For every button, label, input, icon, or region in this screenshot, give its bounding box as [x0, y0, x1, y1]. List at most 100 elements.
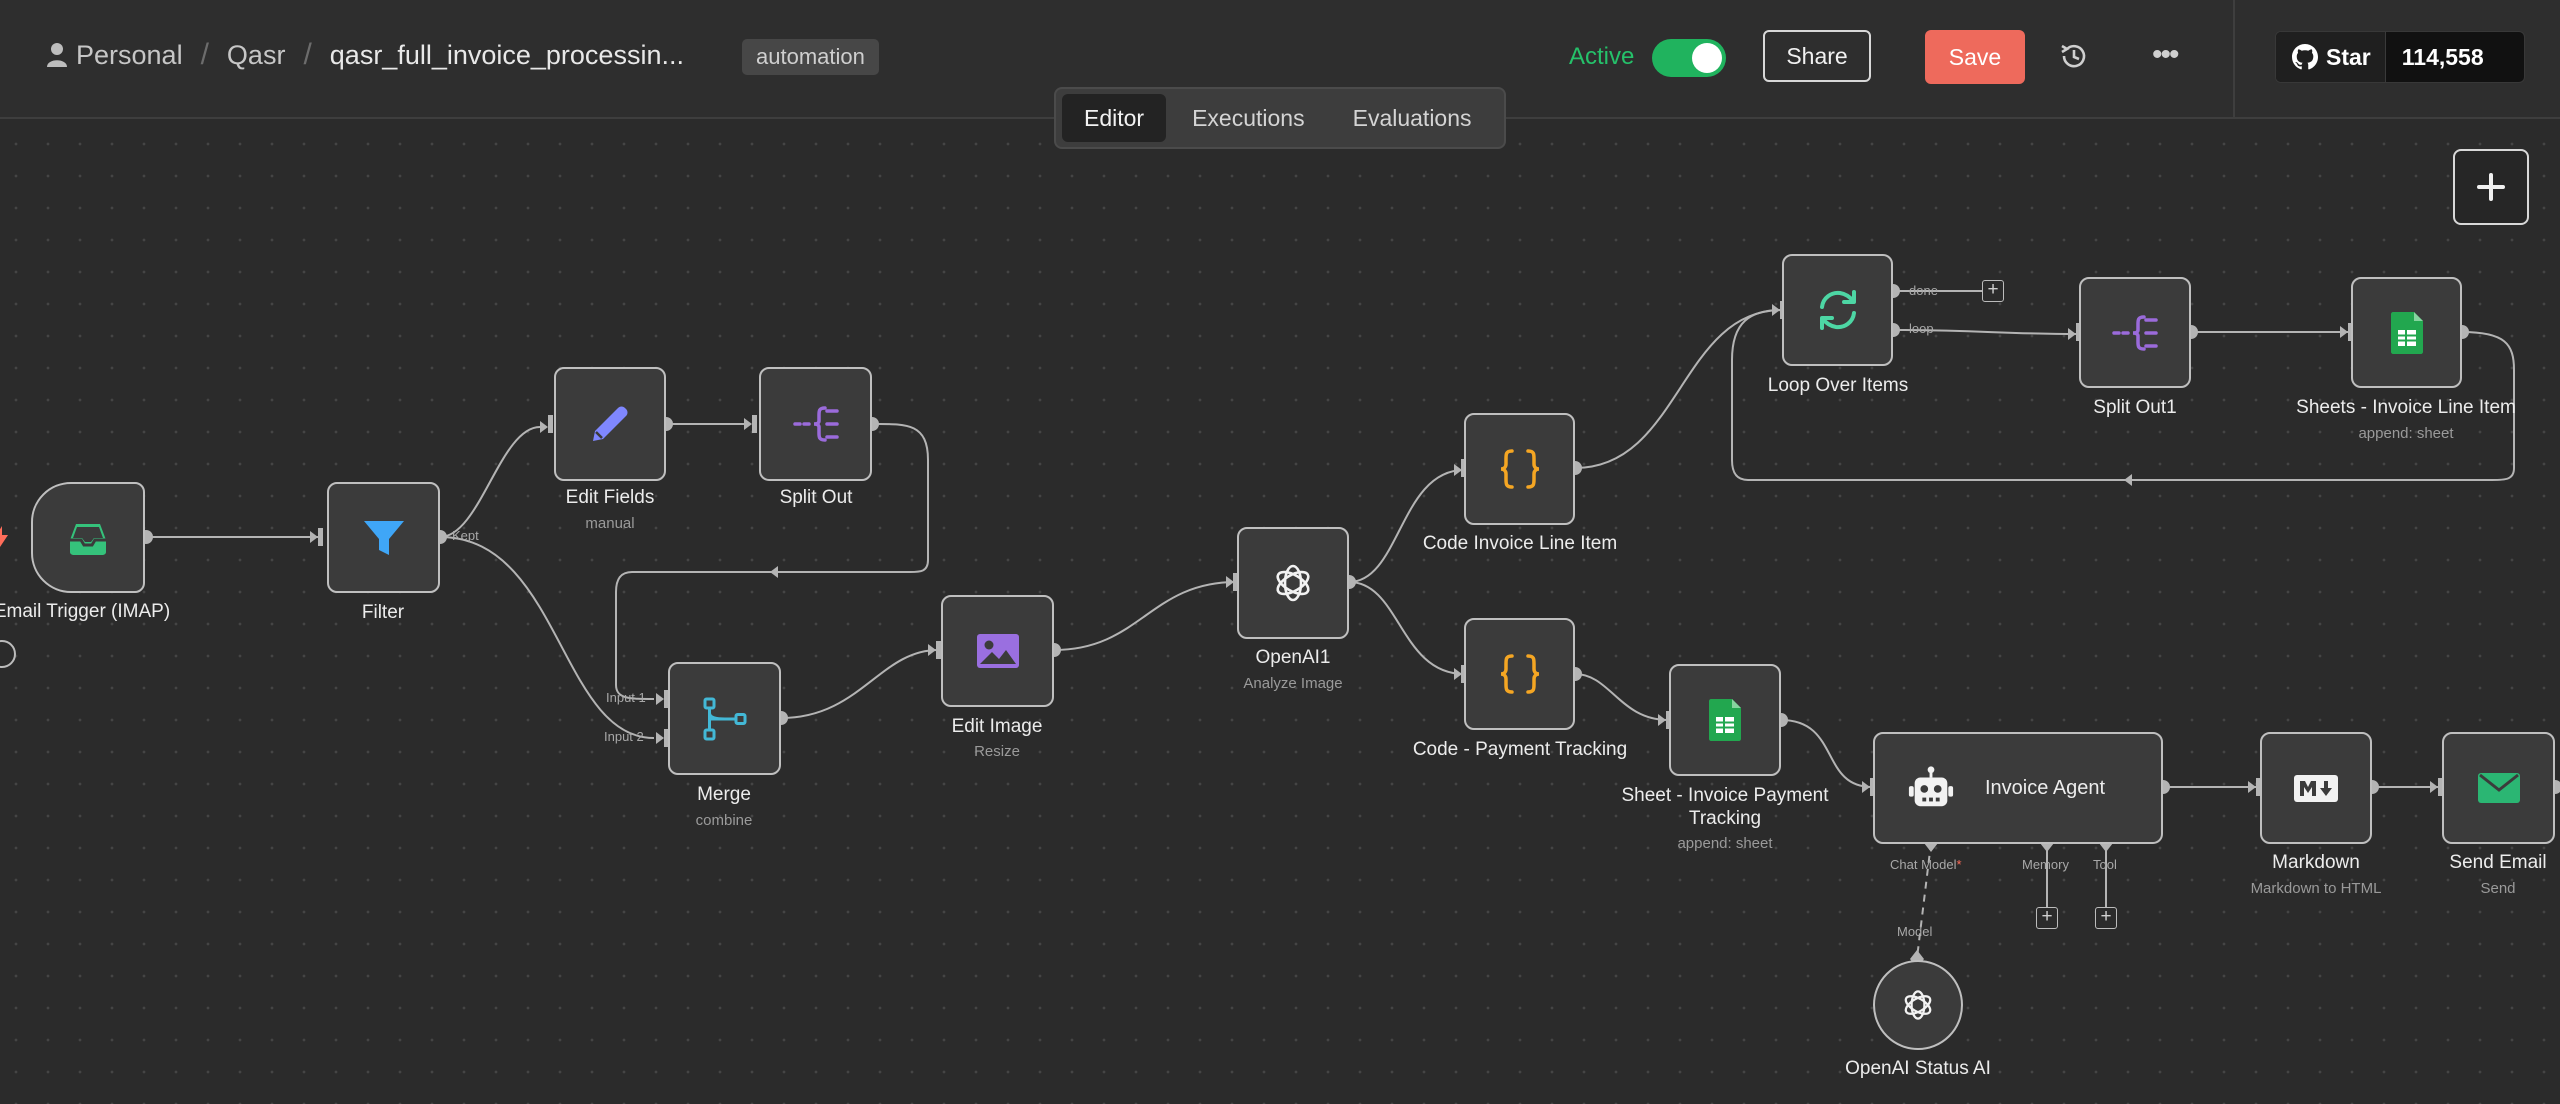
agent-tool-label: Tool [2093, 857, 2117, 872]
add-memory-icon[interactable]: + [2036, 907, 2058, 929]
tab-editor[interactable]: Editor [1062, 94, 1167, 142]
person-icon [47, 43, 67, 67]
active-label: Active [1569, 43, 1635, 70]
node-openai1-label: OpenAI1 [1255, 647, 1331, 668]
node-markdown-sub: Markdown to HTML [2250, 880, 2382, 897]
node-split-out1-label: Split Out1 [2093, 397, 2177, 418]
edge-codepayment-sheet [1574, 673, 1669, 721]
sub-node-model-label: Model [1897, 924, 1933, 939]
github-star-label: Star [2326, 43, 2371, 70]
breadcrumb: Personal / Qasr / qasr_full_invoice_proc… [46, 38, 684, 72]
node-markdown-label: Markdown [2272, 852, 2360, 873]
github-star-left: Star [2276, 32, 2386, 82]
node-sheets-line-item-sub: append: sheet [2358, 425, 2454, 442]
node-send-email-sub: Send [2480, 880, 2516, 897]
plus-icon [2477, 173, 2505, 201]
more-options-icon[interactable]: ••• [2152, 38, 2179, 71]
edge-merge-editimage [780, 649, 939, 719]
node-sheet-payment-label: Sheet - Invoice Payment Tracking [1621, 785, 1829, 829]
node-code-payment-label: Code - Payment Tracking [1412, 739, 1628, 760]
agent-chat-model-label: Chat Model* [1890, 857, 1962, 872]
node-email-trigger[interactable] [31, 482, 145, 593]
workflow-tag[interactable]: automation [742, 39, 879, 75]
breadcrumb-project[interactable]: Qasr [226, 39, 286, 70]
node-invoice-agent[interactable]: Invoice Agent [1873, 732, 2163, 844]
inbox-icon [70, 523, 106, 555]
node-openai-status-ai-label: OpenAI Status AI [1845, 1058, 1991, 1079]
node-send-email-label: Send Email [2449, 852, 2547, 873]
node-code-invoice[interactable] [1464, 413, 1575, 525]
node-merge[interactable] [668, 662, 781, 775]
node-merge-sub: combine [695, 812, 753, 829]
merge-icon [703, 697, 746, 740]
active-toggle[interactable] [1652, 39, 1726, 77]
breadcrumb-separator: / [200, 38, 209, 71]
agent-memory-label: Memory [2022, 857, 2069, 872]
header-divider [2233, 0, 2235, 117]
edge-editimage-openai [1053, 581, 1237, 651]
trigger-bolt-icon [0, 526, 10, 550]
loop-loop-label: loop [1909, 321, 1934, 336]
github-star-button[interactable]: Star 114,558 [2275, 31, 2525, 83]
node-code-payment[interactable] [1464, 618, 1575, 730]
openai-icon [1904, 990, 1932, 1020]
node-sheet-payment[interactable] [1669, 664, 1781, 776]
node-openai-status-ai[interactable] [1873, 960, 1963, 1050]
node-edit-image-sub: Resize [974, 743, 1020, 760]
node-merge-label: Merge [697, 784, 751, 805]
toggle-knob [1692, 43, 1722, 73]
sheets-icon [1709, 699, 1741, 741]
mail-icon [2477, 773, 2520, 803]
add-tool-icon[interactable]: + [2095, 907, 2117, 929]
loop-icon [1819, 290, 1856, 330]
github-star-count: 114,558 [2401, 43, 2484, 70]
node-split-out1[interactable] [2079, 277, 2191, 388]
tab-executions[interactable]: Executions [1192, 104, 1305, 131]
node-openai1-sub: Analyze Image [1243, 675, 1343, 692]
trigger-execute-icon[interactable] [0, 640, 16, 668]
node-send-email[interactable] [2442, 732, 2555, 844]
add-node-button[interactable] [2453, 149, 2529, 225]
node-email-trigger-label: Email Trigger (IMAP) [0, 601, 171, 622]
sheets-icon [2390, 311, 2423, 354]
tab-evaluations[interactable]: Evaluations [1352, 104, 1472, 131]
filter-kept-label: Kept [452, 528, 479, 543]
merge-input-1-label: Input 1 [606, 690, 646, 705]
node-markdown[interactable] [2260, 732, 2372, 844]
node-loop[interactable] [1782, 254, 1893, 366]
node-openai1[interactable] [1237, 527, 1349, 639]
markdown-icon [2294, 775, 2338, 802]
node-edit-fields[interactable] [554, 367, 666, 481]
breadcrumb-personal[interactable]: Personal [76, 39, 183, 70]
openai-icon [1276, 564, 1310, 602]
workflow-name[interactable]: qasr_full_invoice_processin... [329, 39, 684, 70]
node-filter-label: Filter [361, 602, 405, 623]
code-icon [1500, 654, 1539, 694]
code-icon [1500, 449, 1539, 489]
node-sheets-line-item-label: Sheets - Invoice Line Item [2296, 397, 2516, 418]
loop-done-label: done [1909, 283, 1938, 298]
node-split-out-label: Split Out [779, 487, 853, 508]
node-edit-image[interactable] [941, 595, 1054, 707]
share-button[interactable]: Share [1763, 30, 1871, 82]
edge-sheet-agent [1780, 719, 1873, 788]
node-invoice-agent-label: Invoice Agent [1985, 776, 2106, 799]
node-edit-image-label: Edit Image [951, 716, 1043, 737]
node-edit-fields-sub: manual [585, 515, 635, 532]
node-sheets-line-item[interactable] [2351, 277, 2462, 388]
edge-filter-merge [439, 536, 655, 739]
node-edit-fields-label: Edit Fields [565, 487, 655, 508]
edge-openai-codepayment [1348, 581, 1465, 675]
split-icon [792, 406, 839, 442]
loop-done-add-icon[interactable]: + [1982, 280, 2004, 302]
node-filter[interactable] [327, 482, 440, 593]
save-button[interactable]: Save [1925, 30, 2025, 84]
view-tabs: Editor Executions Evaluations [1054, 87, 1506, 149]
breadcrumb-separator: / [303, 38, 312, 71]
edge-filter-editfields [439, 426, 541, 538]
github-icon [2292, 44, 2318, 70]
pencil-icon [593, 406, 628, 441]
history-icon[interactable] [2058, 40, 2090, 72]
edge-openai-codeinvoice [1348, 469, 1465, 583]
node-split-out[interactable] [759, 367, 872, 481]
